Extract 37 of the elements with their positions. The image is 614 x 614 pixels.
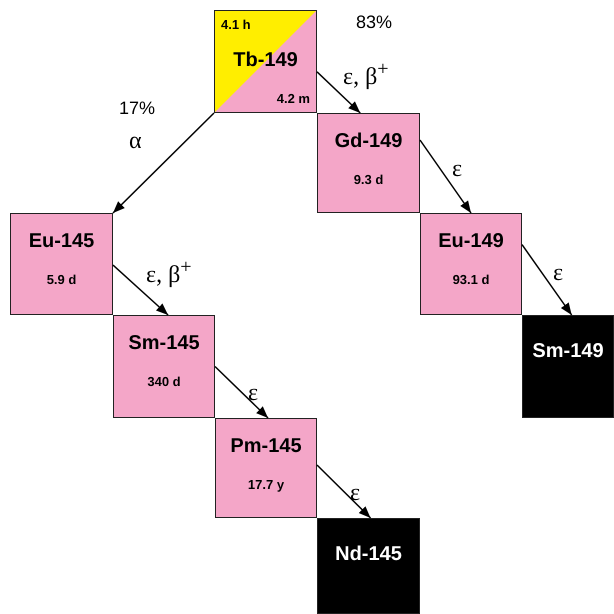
decay-arrow	[521, 244, 572, 316]
nuclide-box	[215, 418, 317, 518]
nuclide-box	[317, 113, 420, 213]
half-life: 340 d	[146, 374, 182, 389]
nuclide-name: Eu-149	[437, 230, 505, 253]
half-life: 4.1 h	[221, 17, 251, 32]
stable-nuclide-box	[522, 315, 614, 418]
decay-mode-label: ε, β$^{+}$	[343, 58, 389, 91]
decay-mode-label: ε	[452, 156, 462, 183]
half-life: 5.9 d	[46, 272, 78, 287]
nuclide-name: Gd-149	[334, 130, 404, 153]
nuclide-box	[113, 315, 215, 418]
nuclide-name: Sm-145	[127, 332, 201, 355]
nuclide-name: Pm-145	[229, 435, 303, 458]
half-life: 4.2 m	[276, 91, 310, 106]
nuclide-name: Nd-145	[334, 543, 403, 566]
nuclide-box	[10, 213, 113, 315]
decay-arrow	[112, 112, 215, 214]
branching-ratio: 17%	[119, 98, 156, 119]
half-life: 9.3 d	[352, 172, 384, 187]
decay-arrow	[316, 71, 361, 114]
nuclide-name: Eu-145	[28, 230, 96, 253]
branching-ratio: 83%	[356, 12, 392, 33]
half-life: 93.1 d	[452, 272, 490, 287]
decay-mode-label: ε, β$^{+}$	[146, 256, 192, 289]
half-life: 17.7 y	[246, 477, 286, 492]
decay-mode-label: ε	[248, 380, 258, 407]
decay-arrow	[316, 464, 372, 519]
decay-arrow	[112, 264, 169, 316]
decay-arrow	[419, 140, 472, 214]
decay-mode-label: α	[129, 128, 142, 155]
decay-mode-label: ε	[553, 260, 564, 287]
stable-nuclide-box	[317, 518, 420, 614]
decay-arrow	[214, 366, 269, 419]
nuclide-box	[420, 213, 522, 315]
nuclide-name: Sm-149	[531, 340, 605, 363]
decay-mode-label: ε	[350, 480, 360, 507]
